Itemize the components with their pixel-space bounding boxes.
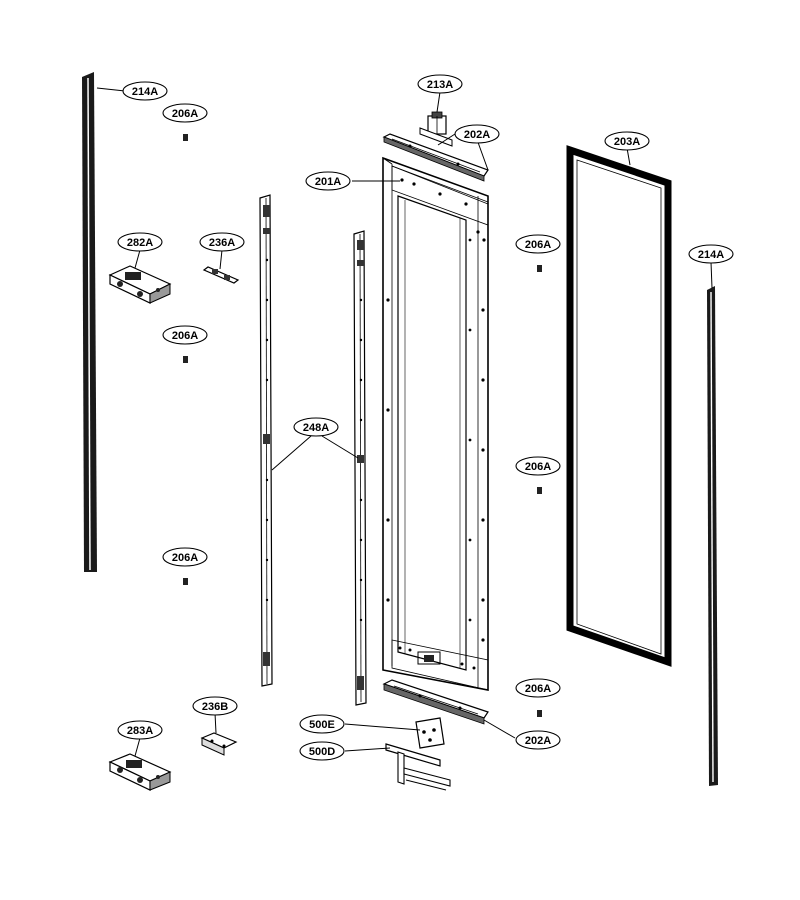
part-213a-hinge — [419, 111, 453, 147]
callout-203a: 203A — [604, 131, 650, 151]
callout-236a: 236A — [199, 232, 245, 252]
svg-text:206A: 206A — [172, 330, 198, 342]
part-201a-frame — [382, 156, 489, 691]
svg-text:283A: 283A — [127, 725, 153, 737]
part-248a-rail-right — [353, 230, 367, 706]
callout-labels: 214A 206A 213A 202A 203A 201A 282A 236A — [117, 74, 734, 761]
svg-text:214A: 214A — [132, 86, 158, 98]
callout-202a-bottom: 202A — [515, 730, 561, 750]
svg-text:500D: 500D — [309, 746, 335, 758]
svg-text:206A: 206A — [172, 108, 198, 120]
part-236a-pin — [202, 266, 240, 284]
svg-text:202A: 202A — [464, 129, 490, 141]
part-203a-gasket — [566, 145, 672, 667]
callout-206a-6: 206A — [515, 678, 561, 698]
svg-text:206A: 206A — [172, 552, 198, 564]
part-500e-plate — [415, 717, 445, 749]
callout-214a-right: 214A — [688, 244, 734, 264]
callout-282a: 282A — [117, 232, 163, 252]
svg-text:213A: 213A — [427, 79, 453, 91]
callout-206a-5: 206A — [162, 547, 208, 567]
svg-text:214A: 214A — [698, 249, 724, 261]
part-283a-hinge-block — [108, 753, 172, 791]
part-248a-rail-left — [259, 194, 273, 687]
part-282a-hinge-block — [108, 265, 172, 304]
part-214a-left-strip — [82, 72, 97, 572]
svg-text:248A: 248A — [303, 422, 329, 434]
callout-213a: 213A — [417, 74, 463, 94]
part-236b-bracket — [200, 732, 238, 756]
svg-text:236A: 236A — [209, 237, 235, 249]
callout-283a: 283A — [117, 720, 163, 740]
svg-text:206A: 206A — [525, 683, 551, 695]
callout-500e: 500E — [299, 714, 345, 734]
svg-text:203A: 203A — [614, 136, 640, 148]
callout-206a-4: 206A — [515, 456, 561, 476]
svg-text:201A: 201A — [315, 176, 341, 188]
svg-text:206A: 206A — [525, 239, 551, 251]
part-206a-clips — [183, 134, 542, 717]
callout-202a-top: 202A — [454, 124, 500, 144]
part-202a-top-bracket — [382, 133, 489, 182]
svg-text:236B: 236B — [202, 701, 228, 713]
svg-text:282A: 282A — [127, 237, 153, 249]
callout-206a-3: 206A — [515, 234, 561, 254]
callout-214a-left: 214A — [122, 81, 168, 101]
part-214a-right-strip — [707, 286, 718, 786]
part-202a-bottom-bracket — [382, 679, 489, 725]
svg-text:500E: 500E — [309, 719, 335, 731]
svg-text:202A: 202A — [525, 735, 551, 747]
callout-236b: 236B — [192, 696, 238, 716]
svg-text:206A: 206A — [525, 461, 551, 473]
callout-248a: 248A — [293, 417, 339, 437]
callout-201a: 201A — [305, 171, 351, 191]
callout-206a-2: 206A — [162, 325, 208, 345]
part-500d-stop — [385, 743, 451, 791]
callout-500d: 500D — [299, 741, 345, 761]
callout-206a-1: 206A — [162, 103, 208, 123]
